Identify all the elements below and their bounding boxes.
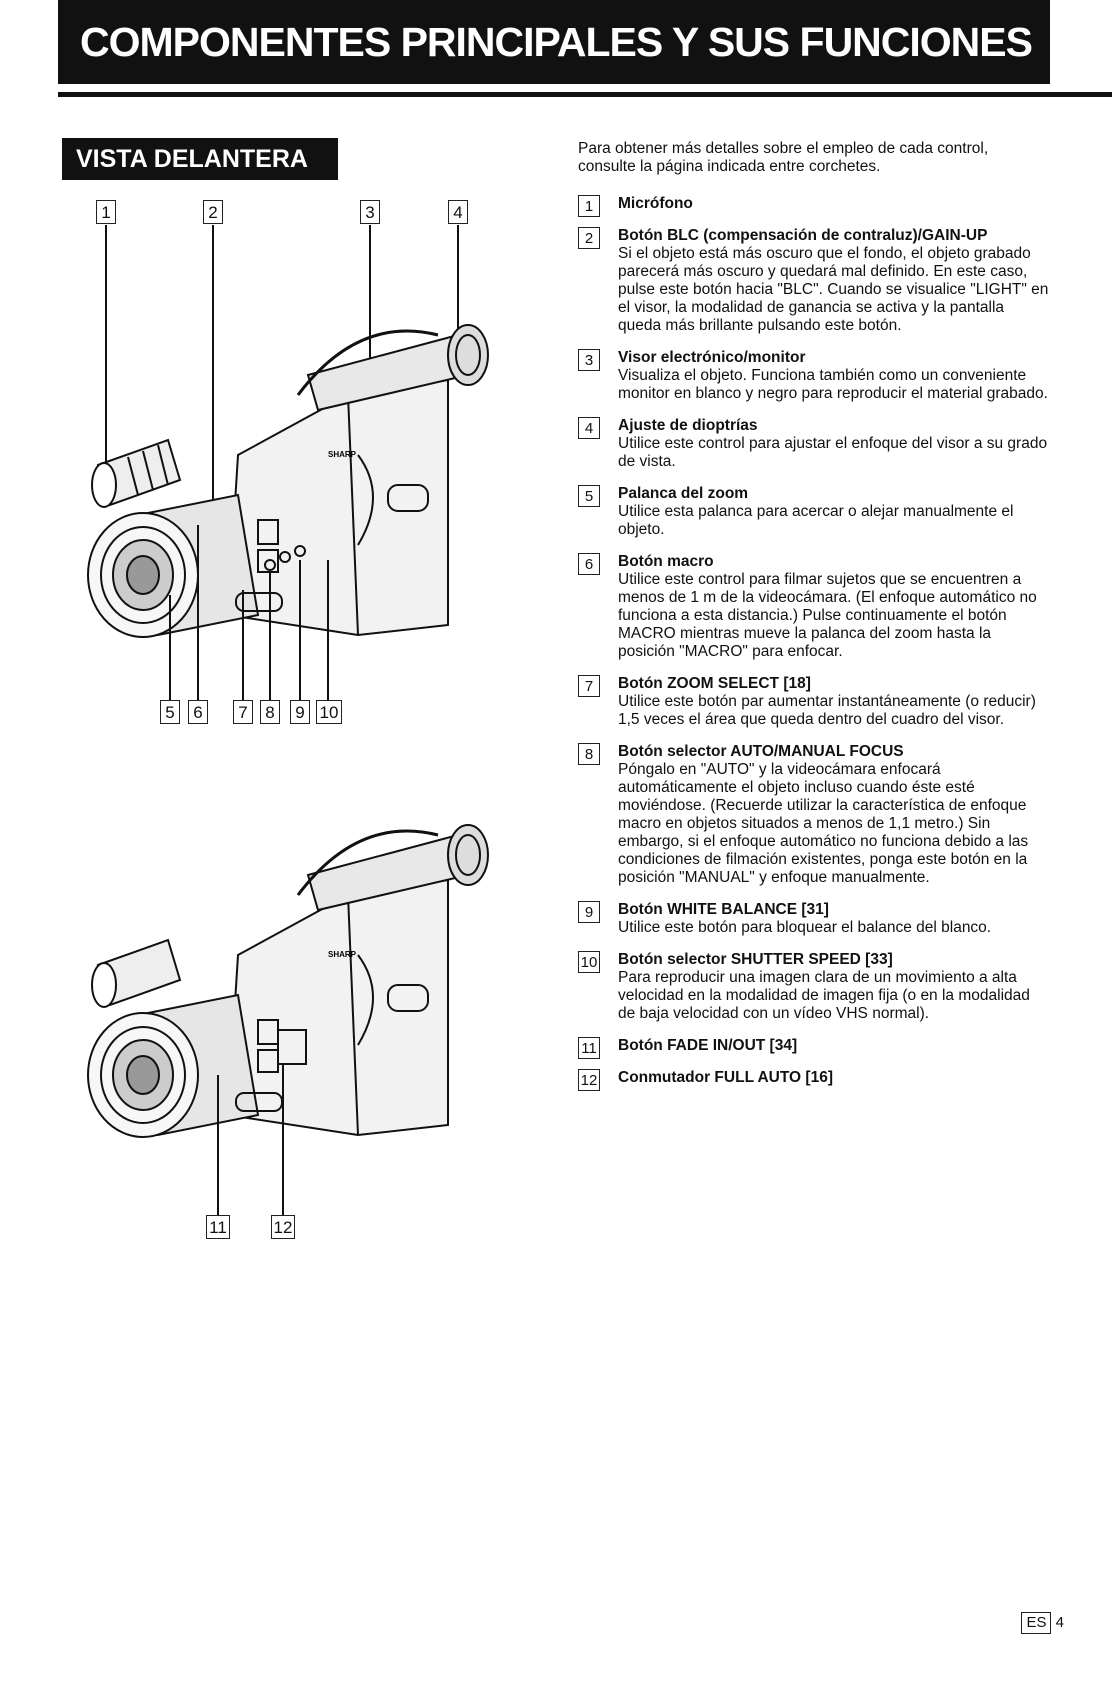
callout-3: 3: [360, 200, 380, 224]
component-list: 1 Micrófono 2 Botón BLC (compensación de…: [578, 195, 1050, 1101]
item-title: Micrófono: [618, 195, 693, 212]
callout-12: 12: [271, 1215, 295, 1239]
item-title: Botón macro: [618, 553, 714, 570]
item-title: Conmutador FULL AUTO [16]: [618, 1069, 833, 1086]
item-number: 5: [578, 485, 600, 507]
camera-front-view-illustration: SHARP SHARP 1 2 3 4 5 6 7 8 9 10 11 12: [58, 195, 538, 1350]
camera-line-drawing: SHARP SHARP: [87, 225, 489, 1215]
item-title: Botón BLC (compensación de contraluz)/GA…: [618, 227, 988, 244]
list-item: 3 Visor electrónico/monitor Visualiza el…: [578, 349, 1050, 403]
intro-text: Para obtener más detalles sobre el emple…: [578, 140, 989, 175]
item-title: Visor electrónico/monitor: [618, 349, 806, 366]
callout-9: 9: [290, 700, 310, 724]
item-title: Botón selector AUTO/MANUAL FOCUS: [618, 743, 904, 760]
item-title: Botón ZOOM SELECT [18]: [618, 675, 811, 692]
item-number: 9: [578, 901, 600, 923]
item-number: 6: [578, 553, 600, 575]
item-description: Utilice este botón para bloquear el bala…: [618, 919, 992, 936]
item-title: Botón selector SHUTTER SPEED [33]: [618, 951, 893, 968]
brand-logo-bottom: SHARP: [328, 950, 357, 959]
item-title: Palanca del zoom: [618, 485, 749, 502]
list-item: 8 Botón selector AUTO/MANUAL FOCUS Pónga…: [578, 743, 1050, 887]
item-title: Botón WHITE BALANCE [31]: [618, 901, 829, 918]
list-item: 7 Botón ZOOM SELECT [18] Utilice este bo…: [578, 675, 1050, 729]
item-title: Ajuste de dioptrías: [618, 417, 758, 434]
item-description: Utilice este botón par aumentar instantá…: [618, 693, 1036, 728]
item-description: Si el objeto está más oscuro que el fond…: [618, 245, 1049, 334]
callout-4: 4: [448, 200, 468, 224]
brand-logo: SHARP: [328, 450, 357, 459]
list-item: 1 Micrófono: [578, 195, 1050, 217]
callout-11: 11: [206, 1215, 230, 1239]
callout-7: 7: [233, 700, 253, 724]
callout-10: 10: [316, 700, 342, 724]
list-item: 10 Botón selector SHUTTER SPEED [33] Par…: [578, 951, 1050, 1023]
item-number: 12: [578, 1069, 600, 1091]
item-description: Visualiza el objeto. Funciona también co…: [618, 367, 1048, 402]
item-number: 10: [578, 951, 600, 973]
item-description: Utilice esta palanca para acercar o alej…: [618, 503, 1014, 538]
list-item: 4 Ajuste de dioptrías Utilice este contr…: [578, 417, 1050, 471]
item-number: 3: [578, 349, 600, 371]
list-item: 2 Botón BLC (compensación de contraluz)/…: [578, 227, 1050, 335]
list-item: 5 Palanca del zoom Utilice esta palanca …: [578, 485, 1050, 539]
page-number: 4: [1055, 1614, 1064, 1631]
list-item: 12 Conmutador FULL AUTO [16]: [578, 1069, 1050, 1091]
page-footer: ES 4: [1021, 1612, 1064, 1634]
item-number: 7: [578, 675, 600, 697]
callout-1: 1: [96, 200, 116, 224]
list-item: 9 Botón WHITE BALANCE [31] Utilice este …: [578, 901, 1050, 937]
page-title: COMPONENTES PRINCIPALES Y SUS FUNCIONES: [58, 0, 1050, 84]
section-label: VISTA DELANTERA: [62, 138, 338, 180]
item-number: 2: [578, 227, 600, 249]
item-description: Póngalo en "AUTO" y la videocámara enfoc…: [618, 761, 1029, 886]
item-title: Botón FADE IN/OUT [34]: [618, 1037, 798, 1054]
item-description: Utilice este control para ajustar el enf…: [618, 435, 1048, 470]
item-number: 11: [578, 1037, 600, 1059]
list-item: 6 Botón macro Utilice este control para …: [578, 553, 1050, 661]
title-rule: [58, 92, 1112, 97]
item-description: Utilice este control para filmar sujetos…: [618, 571, 1037, 660]
callout-2: 2: [203, 200, 223, 224]
item-number: 1: [578, 195, 600, 217]
list-item: 11 Botón FADE IN/OUT [34]: [578, 1037, 1050, 1059]
callout-5: 5: [160, 700, 180, 724]
item-description: Para reproducir una imagen clara de un m…: [618, 969, 1030, 1022]
item-number: 8: [578, 743, 600, 765]
language-code: ES: [1021, 1612, 1052, 1634]
callout-6: 6: [188, 700, 208, 724]
item-number: 4: [578, 417, 600, 439]
callout-8: 8: [260, 700, 280, 724]
